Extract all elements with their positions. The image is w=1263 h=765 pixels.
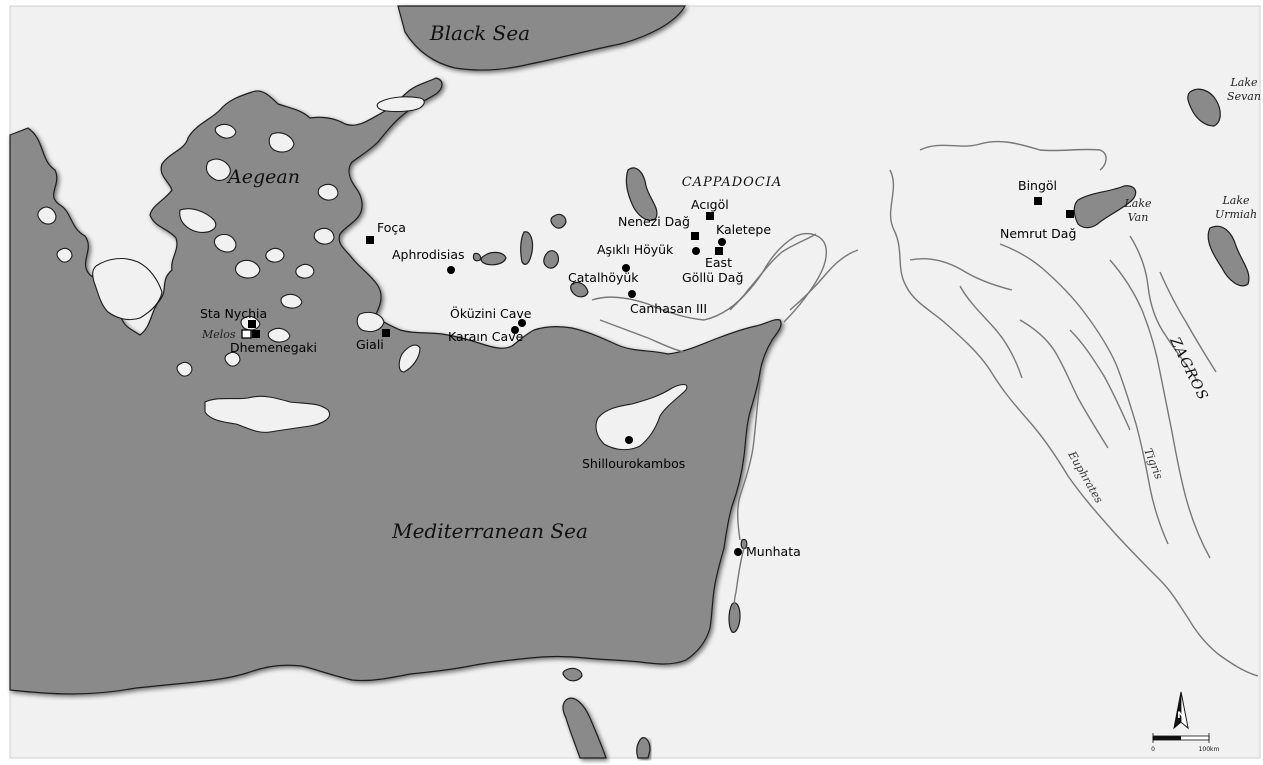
giali-square-marker[interactable] xyxy=(382,329,390,337)
okuzini-label: Öküzini Cave xyxy=(450,305,532,321)
dead-sea-water xyxy=(728,602,741,633)
black-sea-label: Black Sea xyxy=(429,21,530,45)
gollu-dag-label: Göllü Dağ xyxy=(682,270,743,285)
lake-sevan-label-line2: Sevan xyxy=(1227,90,1261,103)
asikli-circle-marker[interactable] xyxy=(692,247,700,255)
melos-open-marker[interactable] xyxy=(241,329,252,339)
east-gollu-square-marker[interactable] xyxy=(715,247,723,255)
karain-circle-marker[interactable] xyxy=(511,326,519,334)
cappadocia-label: CAPPADOCIA xyxy=(682,175,783,190)
shillourokambos-label: Shillourokambos xyxy=(582,456,685,471)
nenezi-label: Nenezi Dağ xyxy=(618,214,690,229)
mediterranean-sea-label: Mediterranean Sea xyxy=(391,519,588,543)
acigol-label: Acıgöl xyxy=(691,197,729,212)
asikli-label: Aşıklı Höyük xyxy=(597,242,674,257)
lake-van-label-line1: Lake xyxy=(1123,197,1152,210)
scale-100km-label: 100km xyxy=(1199,746,1220,753)
north-label: N xyxy=(1177,711,1185,721)
aphrodisias-circle-marker[interactable] xyxy=(447,266,455,274)
dhemenegaki-square-marker[interactable] xyxy=(252,330,260,338)
bingol-square-marker[interactable] xyxy=(1034,197,1042,205)
kaletepe-circle-marker[interactable] xyxy=(718,238,726,246)
scale-bar: 0 100km xyxy=(1151,733,1220,753)
foca-label: Foça xyxy=(377,220,406,235)
aegean-label: Aegean xyxy=(226,166,300,188)
lake-van-label-line2: Van xyxy=(1128,211,1149,224)
catalhoyuk-circle-marker[interactable] xyxy=(622,264,630,272)
giali-label: Giali xyxy=(356,337,384,352)
foca-square-marker[interactable] xyxy=(366,236,374,244)
cyprus-island xyxy=(595,383,688,451)
lake-sevan-label: Lake Sevan xyxy=(1227,76,1261,103)
nenezi-square-marker[interactable] xyxy=(691,232,699,240)
site-labels: Foça Aphrodisias Sta Nychia Dhemenegaki … xyxy=(200,178,1076,559)
dhemenegaki-label: Dhemenegaki xyxy=(230,340,317,355)
sea-of-galilee-water xyxy=(740,538,748,550)
acigol-square-marker[interactable] xyxy=(706,212,714,220)
lake-urmiah-label-line2: Urmiah xyxy=(1215,208,1257,221)
scale-zero-label: 0 xyxy=(1151,746,1155,753)
north-arrow: N xyxy=(1173,691,1189,730)
lake-urmiah-label-line1: Lake xyxy=(1221,194,1250,207)
kaletepe-label: Kaletepe xyxy=(716,222,771,237)
catalhoyuk-label: Çatalhöyük xyxy=(568,270,639,285)
greece-peninsula xyxy=(92,257,163,321)
lake-urmiah-label: Lake Urmiah xyxy=(1215,194,1257,221)
aegean-islands xyxy=(37,96,425,377)
aphrodisias-label: Aphrodisias xyxy=(392,247,465,262)
canhasan-label: Canhasan III xyxy=(630,301,707,316)
crete-island xyxy=(204,395,330,433)
anatolian-lakes xyxy=(472,167,658,298)
lake-sevan-label-line1: Lake xyxy=(1229,76,1258,89)
east-label: East xyxy=(705,255,732,270)
rivers xyxy=(591,140,1259,677)
eastern-lakes xyxy=(1073,88,1250,287)
munhata-circle-marker[interactable] xyxy=(734,548,742,556)
karain-label: Karaın Cave xyxy=(448,329,524,344)
nemrut-label: Nemrut Dağ xyxy=(1000,226,1076,241)
site-markers xyxy=(241,197,1074,556)
sta-nychia-square-marker[interactable] xyxy=(248,320,256,328)
gulf-of-suez-water xyxy=(562,697,607,759)
gulf-of-aqaba-water xyxy=(636,737,651,759)
melos-label: Melos xyxy=(201,328,236,341)
shillourokambos-circle-marker[interactable] xyxy=(625,436,633,444)
nemrut-square-marker[interactable] xyxy=(1066,210,1074,218)
lake-van-label: Lake Van xyxy=(1123,197,1152,224)
sta-nychia-label: Sta Nychia xyxy=(200,306,267,321)
black-sea-water xyxy=(397,5,687,71)
small-southern-lake-water xyxy=(562,667,583,682)
okuzini-circle-marker[interactable] xyxy=(518,319,526,327)
bingol-label: Bingöl xyxy=(1018,178,1057,193)
munhata-label: Munhata xyxy=(746,544,801,559)
canhasan-circle-marker[interactable] xyxy=(628,290,636,298)
